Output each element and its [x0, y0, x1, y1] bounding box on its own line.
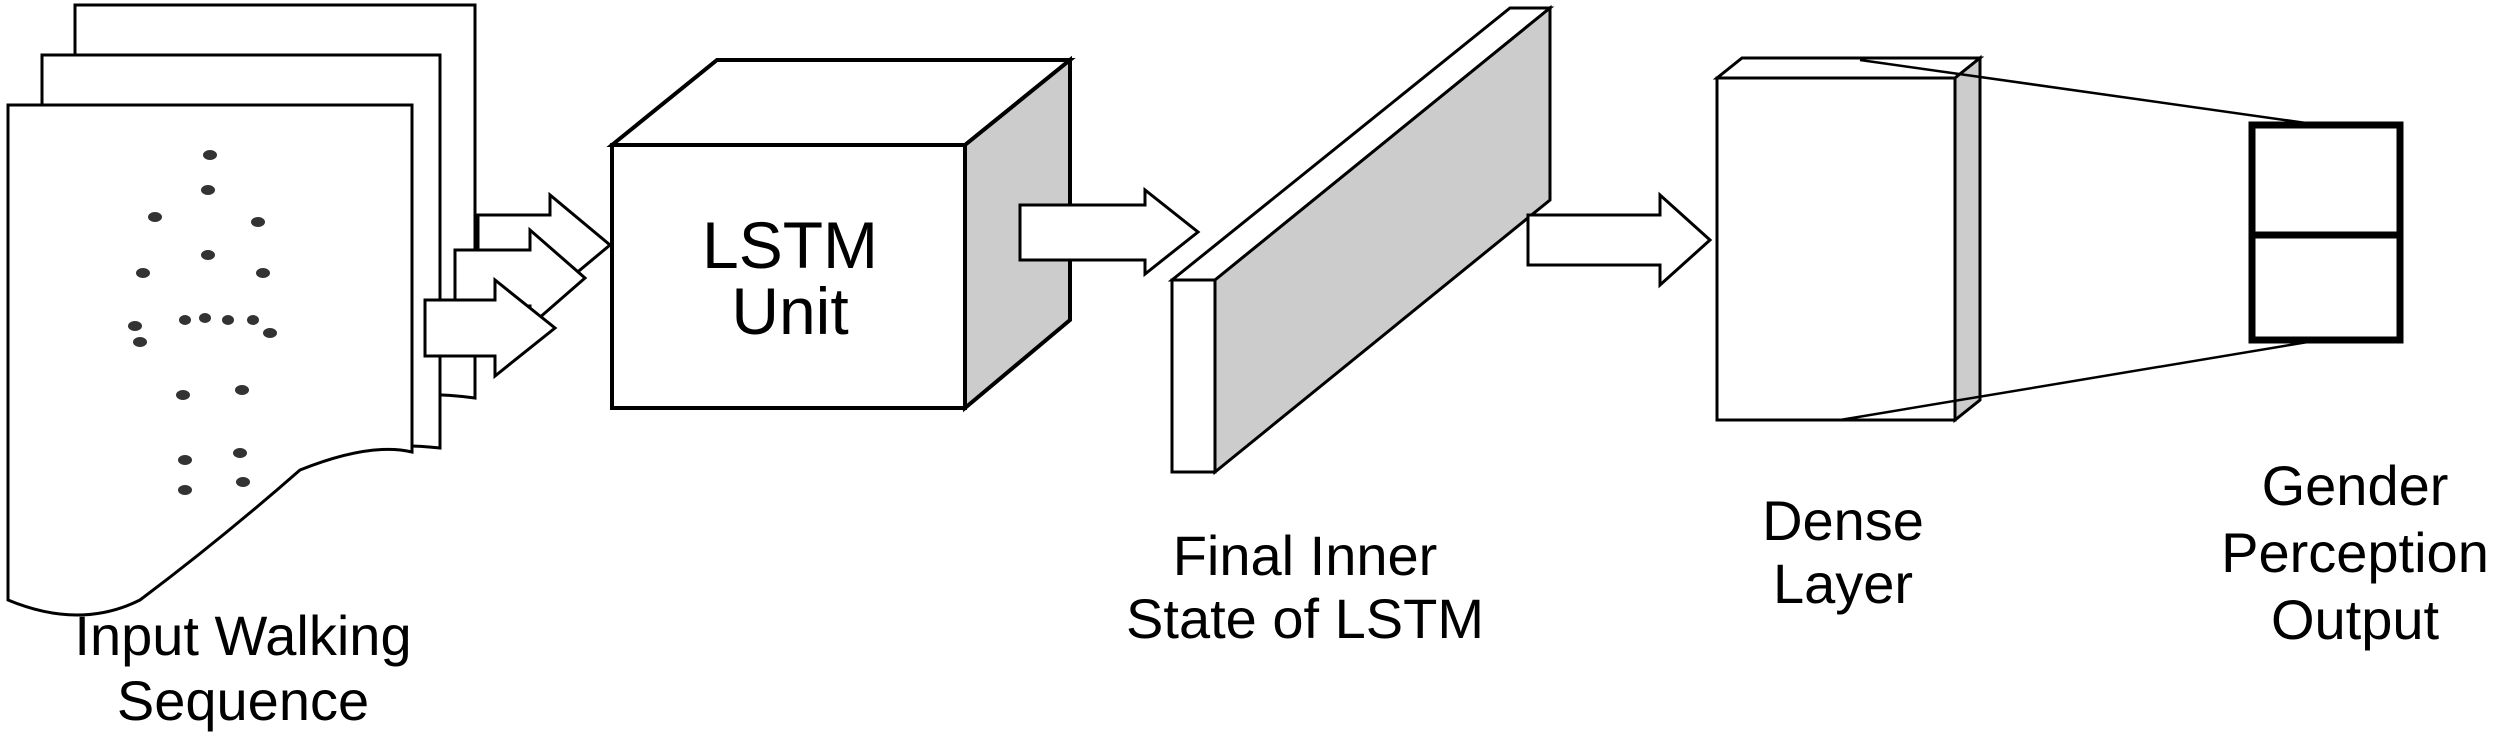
final-state-slab — [1167, 4, 1555, 476]
input-label-line1: Input Walking — [74, 604, 411, 667]
input-sequence-stack — [6, 3, 477, 617]
joint-dot — [179, 315, 191, 325]
joint-dot — [235, 385, 249, 395]
joint-dot — [236, 477, 250, 487]
walker-joints — [128, 150, 277, 495]
dense-box-front — [1715, 76, 1957, 422]
dense-label-line2: Layer — [1773, 552, 1913, 615]
joint-dot — [178, 485, 192, 495]
dense-box-side — [1953, 54, 1982, 424]
projection-line-bottom — [1839, 338, 2321, 422]
lstm-unit-label-line1: LSTM — [702, 208, 878, 282]
final-state-label-line2: State of LSTM — [1126, 587, 1484, 650]
dense-layer-box — [1712, 54, 1985, 424]
final-state-label-line1: Final Inner — [1173, 524, 1438, 587]
joint-dot — [233, 448, 247, 458]
state-slab-front — [1170, 278, 1217, 474]
output-label-line2: Perception — [2221, 521, 2489, 584]
output-label-line3: Output — [2271, 588, 2440, 651]
lstm-unit-label-line2: Unit — [731, 274, 848, 348]
joint-dot — [256, 268, 270, 278]
page-front — [6, 103, 414, 617]
output-cell-bottom — [2248, 231, 2404, 344]
joint-dot — [133, 337, 147, 347]
output-label-line1: Gender — [2262, 454, 2449, 517]
arrow-state-to-dense — [1526, 191, 1713, 289]
joint-dot — [201, 185, 215, 195]
joint-dot — [136, 268, 150, 278]
joint-dot — [201, 250, 215, 260]
state-slab-side — [1213, 4, 1552, 476]
input-arrow — [423, 276, 558, 380]
arrow-lstm-to-state — [1018, 186, 1201, 278]
joint-dot — [247, 315, 259, 325]
joint-dot — [199, 313, 211, 323]
dense-label-line1: Dense — [1762, 489, 1924, 552]
joint-dot — [203, 150, 217, 160]
output-cell-top — [2248, 121, 2404, 239]
projection-line-top — [1859, 58, 2321, 127]
output-box — [2248, 121, 2404, 344]
joint-dot — [148, 212, 162, 222]
lstm-cube-front — [610, 143, 967, 410]
output-projection-lines — [1839, 58, 2321, 422]
lstm-unit-cube — [606, 55, 1076, 413]
joint-dot — [263, 328, 277, 338]
joint-dot — [176, 390, 190, 400]
joint-dot — [178, 455, 192, 465]
joint-dot — [251, 217, 265, 227]
input-arrows — [423, 191, 613, 380]
joint-dot — [128, 321, 142, 331]
input-label-line2: Sequence — [117, 669, 369, 732]
joint-dot — [222, 315, 234, 325]
dense-box-top — [1712, 56, 1985, 80]
